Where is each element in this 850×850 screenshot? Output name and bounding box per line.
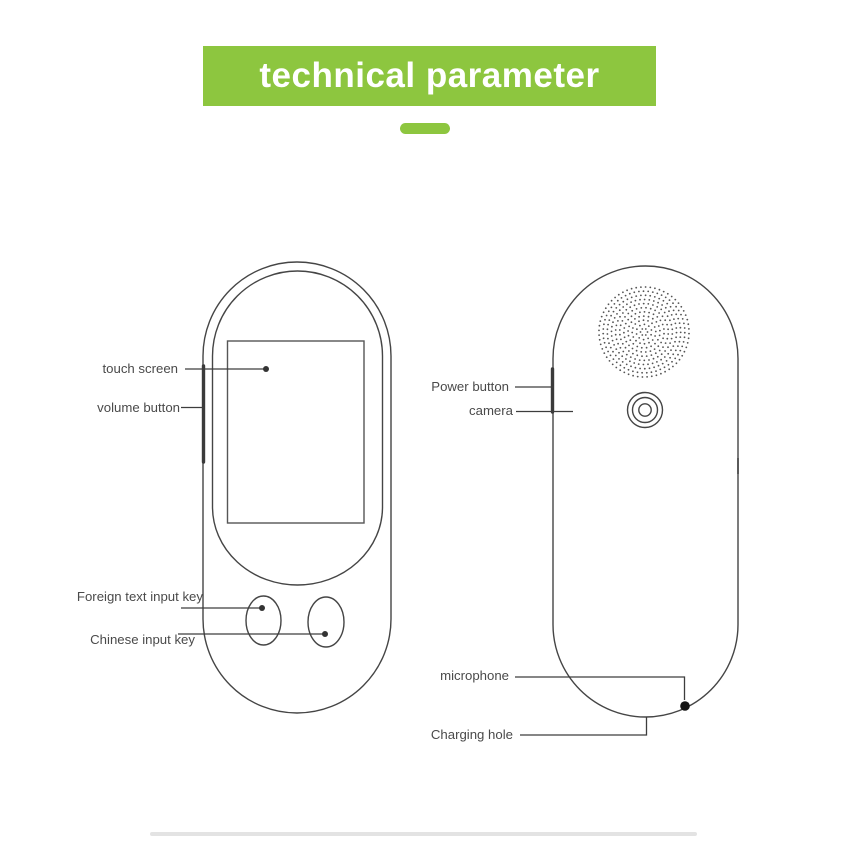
- camera-lens-inner-ring: [638, 403, 652, 417]
- chinese-input-key-button: [307, 596, 345, 648]
- banner-underline-pill: [400, 123, 450, 134]
- chinese-input-marker-dot: [322, 631, 328, 637]
- label-touch-screen: touch screen: [102, 361, 178, 376]
- leader-microphone: [515, 676, 686, 700]
- speaker-grille-icon: [598, 286, 690, 378]
- label-chinese-input-key: Chinese input key: [90, 632, 195, 647]
- label-camera: camera: [469, 403, 513, 418]
- banner: technical parameter: [203, 46, 656, 106]
- banner-title: technical parameter: [259, 56, 600, 95]
- microphone-hole-icon: [680, 701, 690, 711]
- label-power-button: Power button: [431, 379, 509, 394]
- touch-screen-outline: [226, 340, 365, 524]
- camera-lens-mid-ring: [631, 396, 659, 424]
- front-device-outline: [202, 261, 392, 714]
- label-foreign-input-key: Foreign text input key: [76, 589, 203, 604]
- label-volume-button: volume button: [97, 400, 180, 415]
- back-device-outline: [552, 265, 739, 718]
- touch-screen-marker-dot: [263, 366, 269, 372]
- leader-charging-hole: [520, 717, 648, 736]
- label-microphone: microphone: [440, 668, 509, 683]
- front-panel-inner-outline: [211, 270, 384, 586]
- foreign-input-key-button: [245, 595, 282, 646]
- footer-divider: [150, 832, 697, 836]
- label-charging-hole: Charging hole: [430, 727, 513, 742]
- foreign-input-marker-dot: [259, 605, 265, 611]
- camera-lens-icon: [626, 391, 664, 429]
